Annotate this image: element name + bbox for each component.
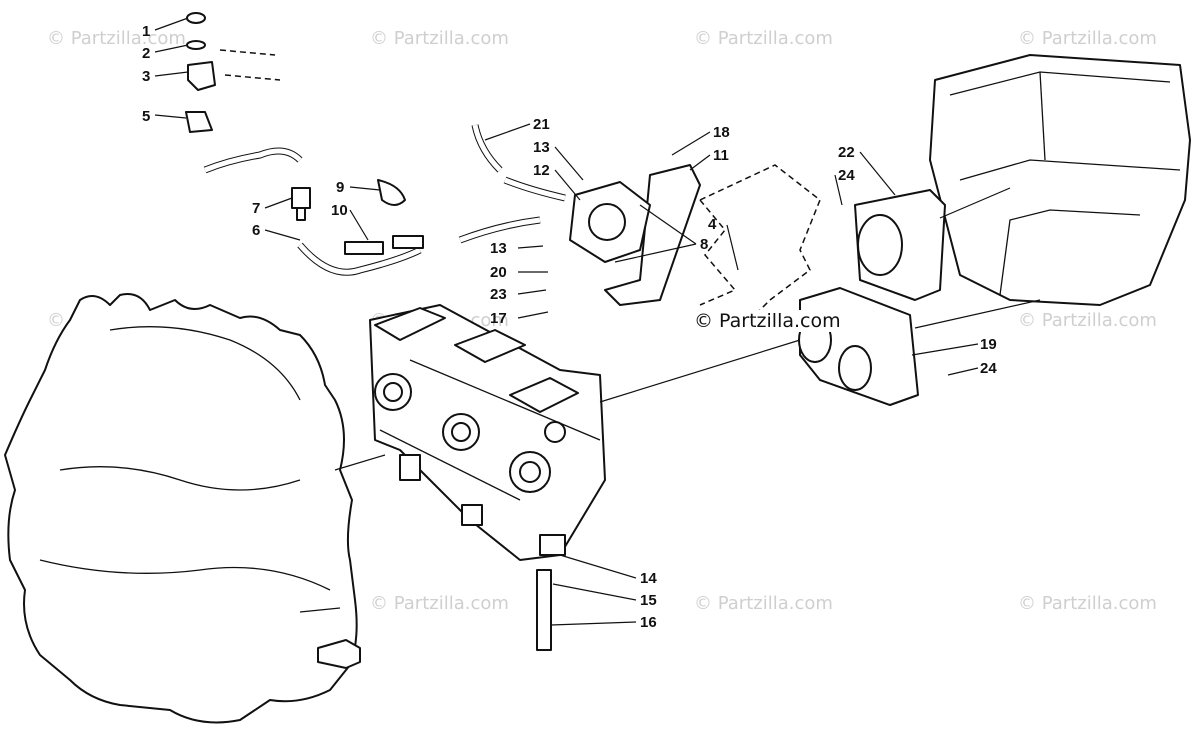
- callout-12: 12: [533, 162, 550, 179]
- hoses: [203, 124, 566, 651]
- callout-7: 7: [252, 200, 260, 217]
- callout-6: 6: [252, 222, 260, 239]
- callout-24: 24: [838, 167, 855, 184]
- callout-9: 9: [336, 179, 344, 196]
- watermark: © Partzilla.com: [1018, 310, 1157, 331]
- watermark: © Partzilla.com: [694, 593, 833, 614]
- intake-adapter-upper: [854, 189, 946, 301]
- callout-2: 2: [142, 45, 150, 62]
- callout-19: 19: [980, 336, 997, 353]
- callout-20: 20: [490, 264, 507, 281]
- callout-4: 4: [708, 216, 717, 233]
- watermark: © Partzilla.com: [47, 28, 186, 49]
- callout-14: 14: [640, 570, 657, 587]
- air-silencer: [929, 54, 1191, 306]
- watermark: © Partzilla.com: [1018, 593, 1157, 614]
- small-parts: [185, 12, 311, 221]
- watermark: © Partzilla.com: [370, 28, 509, 49]
- callout-labels: 1 2 3 5 7 6 9 10 21 13 12 18 11 22 24 4 …: [142, 23, 997, 631]
- callout-3: 3: [142, 68, 150, 85]
- callout-8: 8: [700, 236, 708, 253]
- watermark: © Partzilla.com: [370, 593, 509, 614]
- callout-18: 18: [713, 124, 730, 141]
- callout-5: 5: [142, 108, 150, 125]
- callout-1: 1: [142, 23, 150, 40]
- assembly-lines: [334, 164, 1041, 471]
- callout-23: 23: [490, 286, 507, 303]
- watermark: © Partzilla.com: [1018, 28, 1157, 49]
- throttle-body: [569, 181, 651, 263]
- callout-15: 15: [640, 592, 657, 609]
- callout-13: 13: [533, 139, 550, 156]
- callout-17: 17: [490, 310, 507, 327]
- callout-13b: 13: [490, 240, 507, 257]
- callout-16: 16: [640, 614, 657, 631]
- carburetor-assembly: [369, 304, 606, 561]
- engine-block: [4, 293, 361, 724]
- watermark-center: © Partzilla.com: [692, 310, 843, 332]
- callout-10: 10: [331, 202, 348, 219]
- watermark: © Partzilla.com: [694, 28, 833, 49]
- callout-22: 22: [838, 144, 855, 161]
- callout-21: 21: [533, 116, 550, 133]
- callout-24b: 24: [980, 360, 997, 377]
- leader-lines: [154, 17, 979, 626]
- callout-11: 11: [713, 147, 729, 164]
- intake-adapter-lower: [798, 287, 919, 406]
